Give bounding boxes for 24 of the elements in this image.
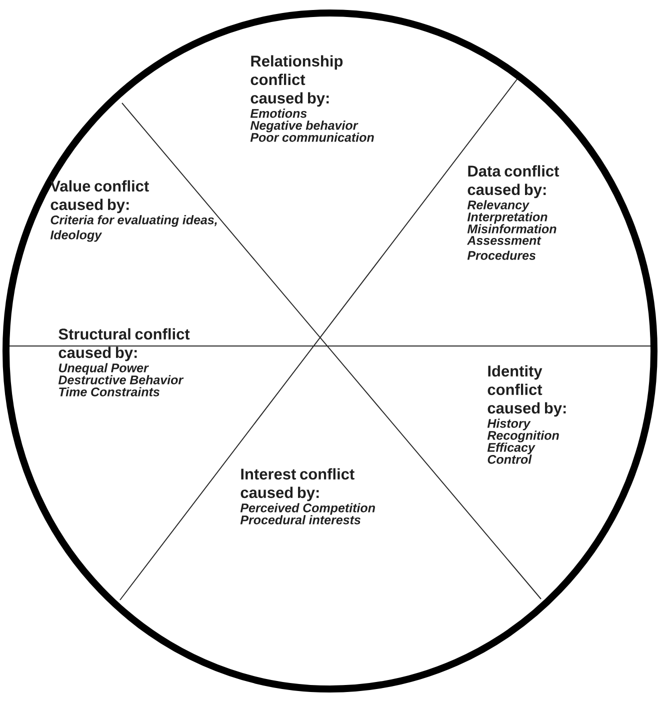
cause-text: History	[487, 418, 531, 430]
cause-text: Efficacy	[487, 442, 536, 454]
circle	[2, 10, 658, 692]
cause-text: Time Constraints	[59, 387, 160, 396]
cause-text: Control	[488, 454, 532, 464]
sector-heading: Interest conflict caused by:	[240, 468, 354, 502]
sector-heading: Identity conflict caused by:	[488, 365, 566, 417]
cause-text: Emotions	[250, 108, 307, 118]
cause-text: Recognition	[487, 430, 559, 442]
cause-text: Unequal Power	[58, 363, 149, 375]
cause-text: Perceived Competition	[240, 503, 375, 515]
sector-heading: Value conflict caused by:	[50, 180, 149, 214]
cause-text: Negative behavior	[250, 120, 358, 132]
sector-heading: Relationship conflict caused by:	[250, 55, 343, 107]
sector-heading: Data conflict caused by:	[468, 165, 560, 198]
sector-heading: Structural conflict caused by:	[58, 328, 190, 362]
cause-text: Poor communication	[250, 132, 374, 142]
cause-text: Relevancy	[467, 200, 530, 212]
cause-text: Assessment Procedures	[466, 236, 542, 260]
cause-text: Procedural interests	[240, 515, 360, 524]
cause-text: Destructive Behavior	[58, 375, 184, 384]
cause-text: Interpretation	[467, 212, 548, 224]
cause-text: Criteria for evaluating ideas, Ideology	[50, 215, 217, 242]
cause-text: Misinformation	[467, 224, 556, 234]
